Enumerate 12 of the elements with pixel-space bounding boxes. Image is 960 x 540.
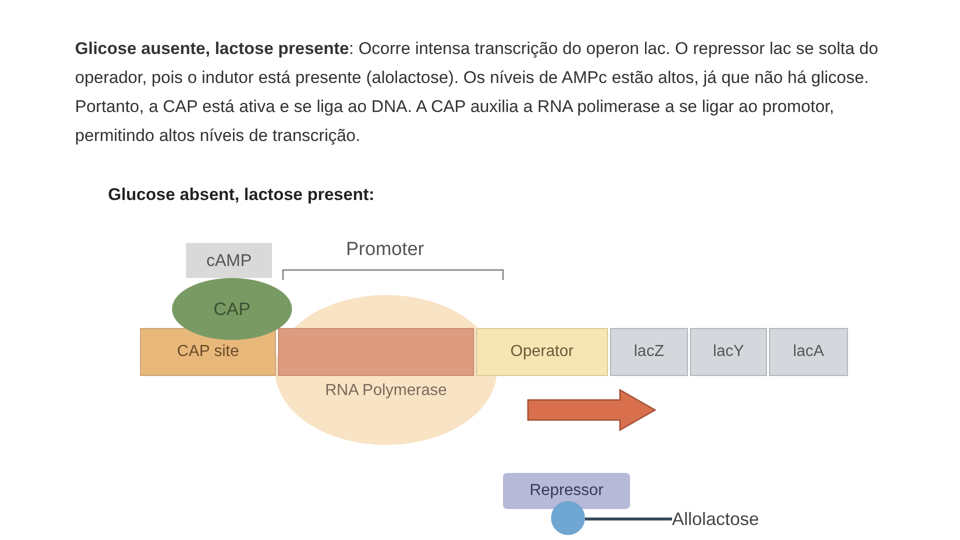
gene-segment: lacA bbox=[769, 328, 848, 376]
diagram-title: Glucose absent, lactose present: bbox=[108, 184, 374, 206]
operator-segment: Operator bbox=[476, 328, 608, 376]
leader-line bbox=[585, 518, 672, 520]
repressor-box: Repressor bbox=[503, 473, 630, 509]
description-paragraph: Glicose ausente, lactose presente: Ocorre intensa transcrição do operon lac. O repressor lac se solta do operador, pois o indutor está presente (alolactose). Os níveis de AMPc estão altos, já que não há glicose. Portanto, a CAP está ativa e se liga ao DNA. A CAP auxilia a RNA polimerase a se ligar ao promotor, permitindo altos níveis de transcrição. bbox=[75, 38, 880, 147]
gene-segment: lacY bbox=[690, 328, 767, 376]
cap-protein-ellipse: CAP bbox=[172, 278, 292, 340]
allolactose-label: Allolactose bbox=[672, 506, 800, 532]
gene-segment: lacZ bbox=[610, 328, 688, 376]
camp-box: cAMP bbox=[186, 243, 272, 278]
region-label: Promoter bbox=[346, 238, 424, 262]
